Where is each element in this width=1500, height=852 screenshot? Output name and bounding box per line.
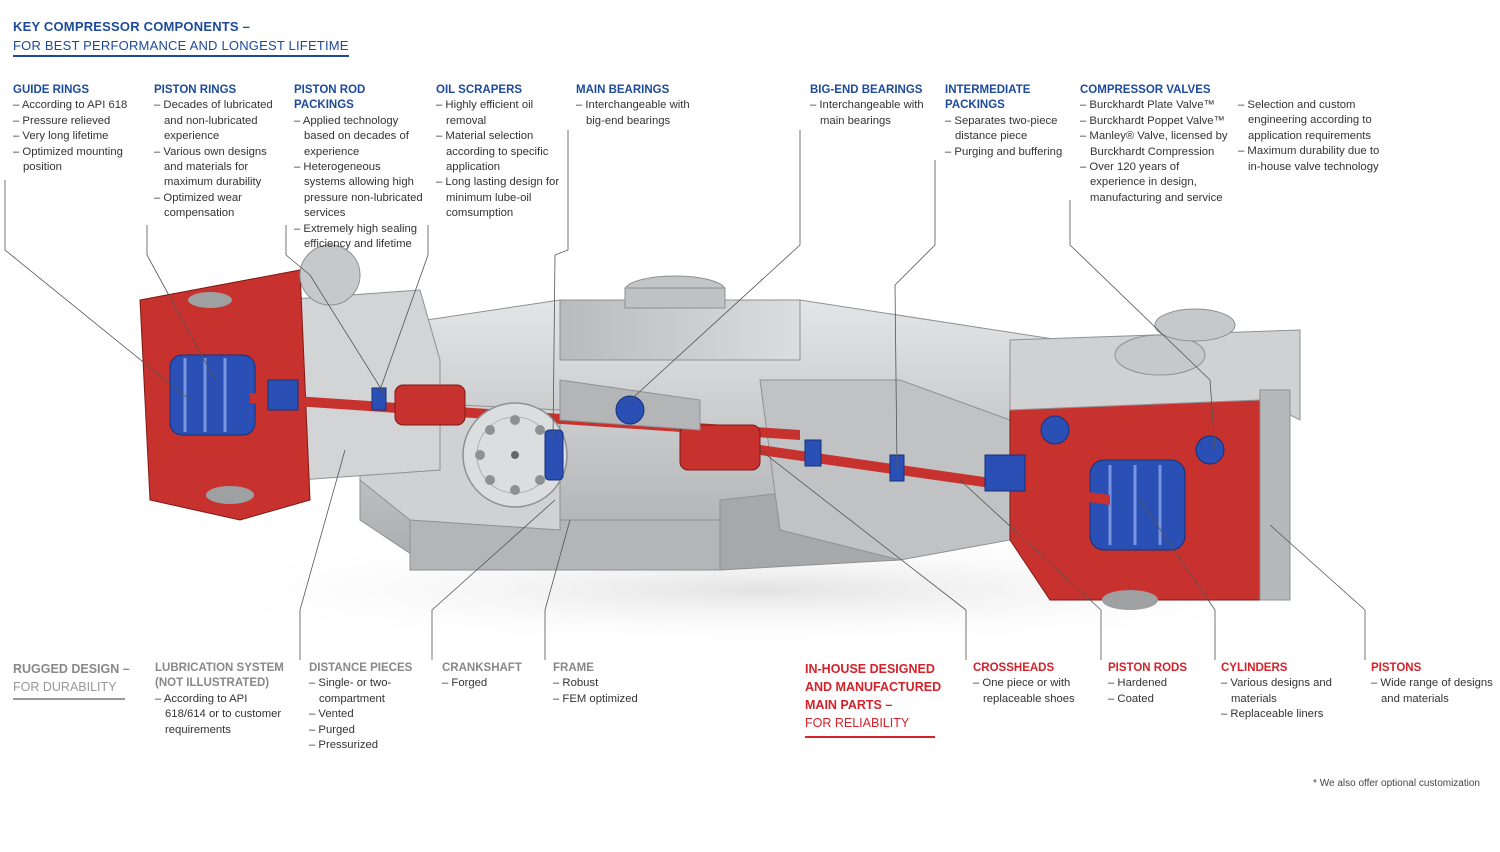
label-lubrication-system: LUBRICATION SYSTEM (NOT ILLUSTRATED) Acc… bbox=[155, 661, 290, 738]
valve-cover-left bbox=[299, 244, 361, 306]
rod-packing-left bbox=[267, 379, 299, 411]
label-title: PISTONS bbox=[1371, 662, 1422, 674]
label-title: BIG-END BEARINGS bbox=[810, 84, 923, 96]
label-item: Coated bbox=[1108, 692, 1208, 707]
label-item: Interchangeable with main bearings bbox=[810, 98, 930, 129]
label-title: CROSSHEADS bbox=[973, 662, 1055, 674]
label-big-end-bearings: BIG-END BEARINGS Interchangeable with ma… bbox=[810, 83, 930, 129]
piston-right bbox=[1089, 459, 1186, 551]
label-title: PISTON RODS bbox=[1108, 662, 1188, 674]
label-oil-scrapers: OIL SCRAPERS Highly efficient oil remova… bbox=[436, 83, 561, 222]
page-subtitle: FOR BEST PERFORMANCE AND LONGEST LIFETIM… bbox=[13, 38, 349, 57]
main-bearing bbox=[544, 429, 564, 481]
label-item: Decades of lubricated and non-lubricated… bbox=[154, 98, 279, 144]
compressor-valve-1 bbox=[1040, 415, 1070, 445]
label-item: Pressure relieved bbox=[13, 114, 143, 129]
label-cylinders: CYLINDERS Various designs and materials … bbox=[1221, 661, 1351, 723]
cylinder-right-end bbox=[1259, 389, 1291, 601]
label-item: Very long lifetime bbox=[13, 129, 143, 144]
label-title: LUBRICATION SYSTEM (NOT ILLUSTRATED) bbox=[155, 662, 284, 690]
label-item: Interchangeable with big-end bearings bbox=[576, 98, 706, 129]
label-item: According to API 618 bbox=[13, 98, 143, 113]
label-title: PISTON ROD PACKINGS bbox=[294, 84, 366, 112]
frame-top-cover bbox=[559, 299, 801, 361]
label-main-bearings: MAIN BEARINGS Interchangeable with big-e… bbox=[576, 83, 706, 129]
label-item: Replaceable liners bbox=[1221, 707, 1351, 722]
label-item: Burckhardt Poppet Valve™ bbox=[1080, 114, 1230, 129]
valve-cover-right-1 bbox=[1114, 334, 1206, 376]
rod-packing-right bbox=[984, 454, 1026, 492]
label-piston-rings: PISTON RINGS Decades of lubricated and n… bbox=[154, 83, 279, 222]
label-title: OIL SCRAPERS bbox=[436, 84, 523, 96]
label-item: Selection and custom engineering accordi… bbox=[1238, 98, 1388, 144]
label-item: Material selection according to specific… bbox=[436, 129, 561, 175]
label-frame: FRAME Robust FEM optimized bbox=[553, 661, 663, 707]
label-item: According to API 618/614 or to customer … bbox=[155, 692, 290, 738]
label-item: Highly efficient oil removal bbox=[436, 98, 561, 129]
label-title: GUIDE RINGS bbox=[13, 84, 90, 96]
label-item: Various designs and materials bbox=[1221, 676, 1351, 707]
label-crossheads: CROSSHEADS One piece or with replaceable… bbox=[973, 661, 1098, 707]
label-item: One piece or with replaceable shoes bbox=[973, 676, 1098, 707]
label-item: Purging and buffering bbox=[945, 145, 1063, 160]
label-item: Heterogeneous systems allowing high pres… bbox=[294, 160, 424, 222]
label-item: FEM optimized bbox=[553, 692, 663, 707]
label-item: Robust bbox=[553, 676, 663, 691]
label-item: Wide range of designs and materials bbox=[1371, 676, 1496, 707]
leader-lines bbox=[4, 130, 1366, 660]
label-item: Manley® Valve, licensed by Burckhardt Co… bbox=[1080, 129, 1230, 160]
frame-base-left bbox=[409, 519, 721, 571]
label-item: Pressurized bbox=[309, 738, 429, 753]
valve-cover-right-2 bbox=[1154, 308, 1236, 342]
label-intermediate-packings: INTERMEDIATE PACKINGS Separates two-piec… bbox=[945, 83, 1063, 160]
label-item: Maximum durability due to in-house valve… bbox=[1238, 144, 1388, 175]
label-item: Extremely high sealing efficiency and li… bbox=[294, 222, 424, 253]
label-item: Forged bbox=[442, 676, 542, 691]
label-guide-rings: GUIDE RINGS According to API 618 Pressur… bbox=[13, 83, 143, 175]
oil-scraper-right bbox=[804, 439, 822, 467]
label-item: Vented bbox=[309, 707, 429, 722]
label-item: Optimized mounting position bbox=[13, 145, 143, 176]
footnote: * We also offer optional customization bbox=[1313, 778, 1480, 789]
label-item: Applied technology based on decades of e… bbox=[294, 114, 424, 160]
label-item: Separates two-piece distance piece bbox=[945, 114, 1063, 145]
label-item: Optimized wear compensation bbox=[154, 191, 279, 222]
label-piston-rod-packings: PISTON ROD PACKINGS Applied technology b… bbox=[294, 83, 424, 252]
label-crankshaft: CRANKSHAFT Forged bbox=[442, 661, 542, 692]
piston-left bbox=[169, 354, 256, 436]
rugged-subtitle: FOR DURABILITY bbox=[13, 678, 125, 700]
label-title: CYLINDERS bbox=[1221, 662, 1288, 674]
label-title: CRANKSHAFT bbox=[442, 662, 522, 674]
label-item: Single- or two-compartment bbox=[309, 676, 429, 707]
oil-scraper-left bbox=[371, 387, 387, 411]
crosshead-right bbox=[679, 424, 761, 471]
big-end-bearing bbox=[615, 395, 645, 425]
label-title: INTERMEDIATE PACKINGS bbox=[945, 84, 1031, 112]
label-distance-pieces: DISTANCE PIECES Single- or two-compartme… bbox=[309, 661, 429, 753]
label-item: Over 120 years of experience in design, … bbox=[1080, 160, 1230, 206]
inhouse-title: IN-HOUSE DESIGNED AND MANUFACTURED MAIN … bbox=[805, 662, 942, 712]
label-title: FRAME bbox=[553, 662, 594, 674]
inhouse-subtitle: FOR RELIABILITY bbox=[805, 714, 935, 738]
label-title: COMPRESSOR VALVES bbox=[1080, 84, 1211, 96]
label-pistons: PISTONS Wide range of designs and materi… bbox=[1371, 661, 1496, 707]
rugged-title: RUGGED DESIGN – bbox=[13, 662, 130, 676]
label-title: PISTON RINGS bbox=[154, 84, 237, 96]
label-piston-rods: PISTON RODS Hardened Coated bbox=[1108, 661, 1208, 707]
label-item: Long lasting design for minimum lube-oil… bbox=[436, 175, 561, 221]
page-title: KEY COMPRESSOR COMPONENTS – bbox=[13, 19, 251, 34]
crosshead-left bbox=[394, 384, 466, 426]
label-compressor-valves: COMPRESSOR VALVES Burckhardt Plate Valve… bbox=[1080, 83, 1230, 206]
label-item: Hardened bbox=[1108, 676, 1208, 691]
label-item: Purged bbox=[309, 723, 429, 738]
compressor-valve-2 bbox=[1195, 435, 1225, 465]
label-item: Burckhardt Plate Valve™ bbox=[1080, 98, 1230, 113]
inhouse-block: IN-HOUSE DESIGNED AND MANUFACTURED MAIN … bbox=[805, 660, 955, 738]
label-compressor-valves-cont: Selection and custom engineering accordi… bbox=[1238, 98, 1388, 175]
label-title: MAIN BEARINGS bbox=[576, 84, 670, 96]
rugged-design-block: RUGGED DESIGN – FOR DURABILITY bbox=[13, 660, 130, 700]
label-title: DISTANCE PIECES bbox=[309, 662, 413, 674]
label-item: Various own designs and materials for ma… bbox=[154, 145, 279, 191]
